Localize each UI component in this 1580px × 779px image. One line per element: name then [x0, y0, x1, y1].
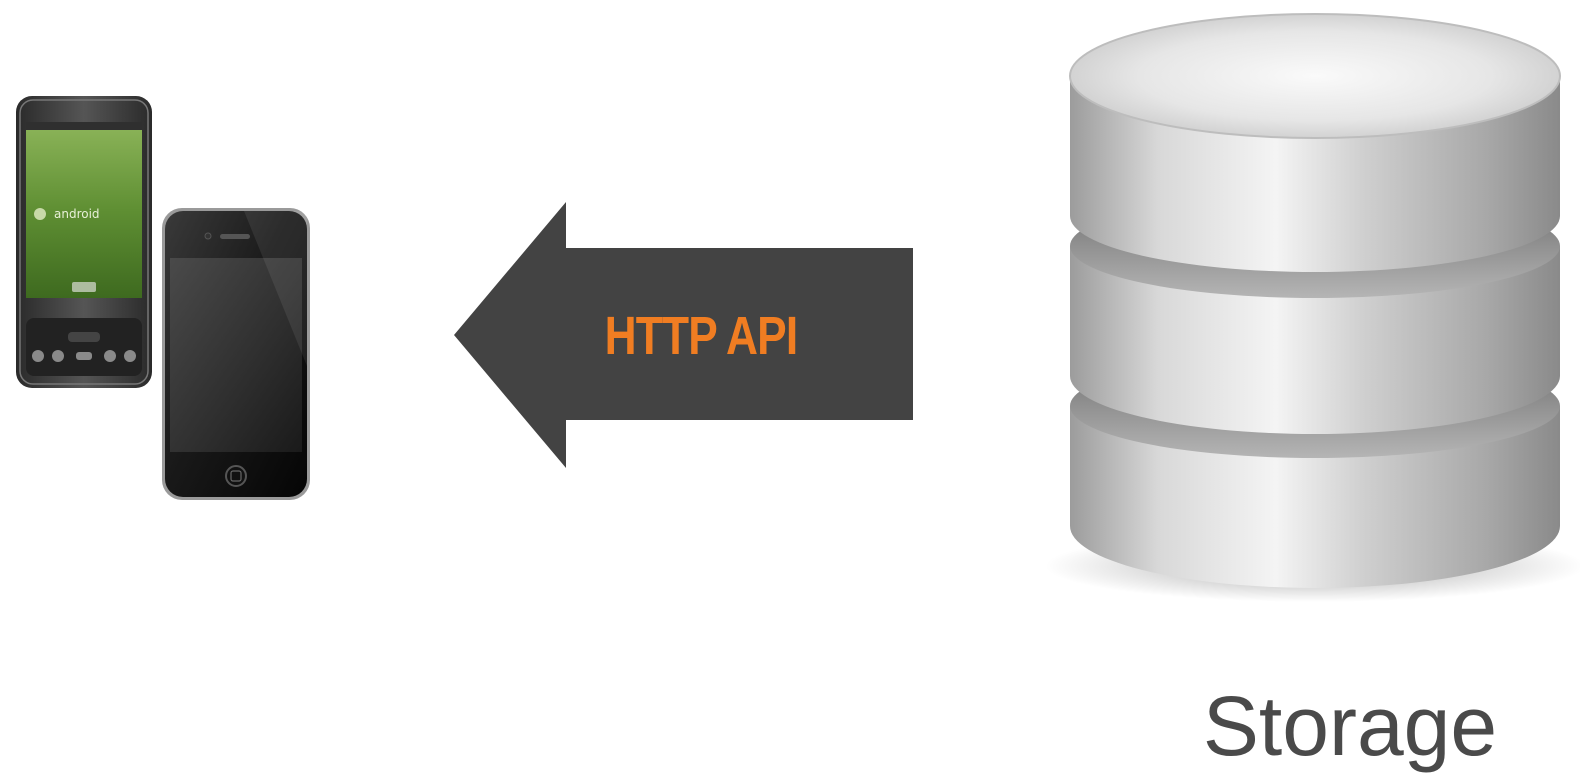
database-cylinder-icon — [1045, 13, 1580, 602]
iphone-icon — [162, 208, 310, 500]
android-phone-icon: android — [16, 96, 152, 388]
arrow-shape — [454, 202, 913, 468]
http-api-arrow — [454, 202, 913, 468]
storage-label: Storage — [1202, 679, 1498, 773]
android-screen-text: android — [54, 207, 100, 221]
http-api-label: HTTP API — [604, 306, 799, 366]
